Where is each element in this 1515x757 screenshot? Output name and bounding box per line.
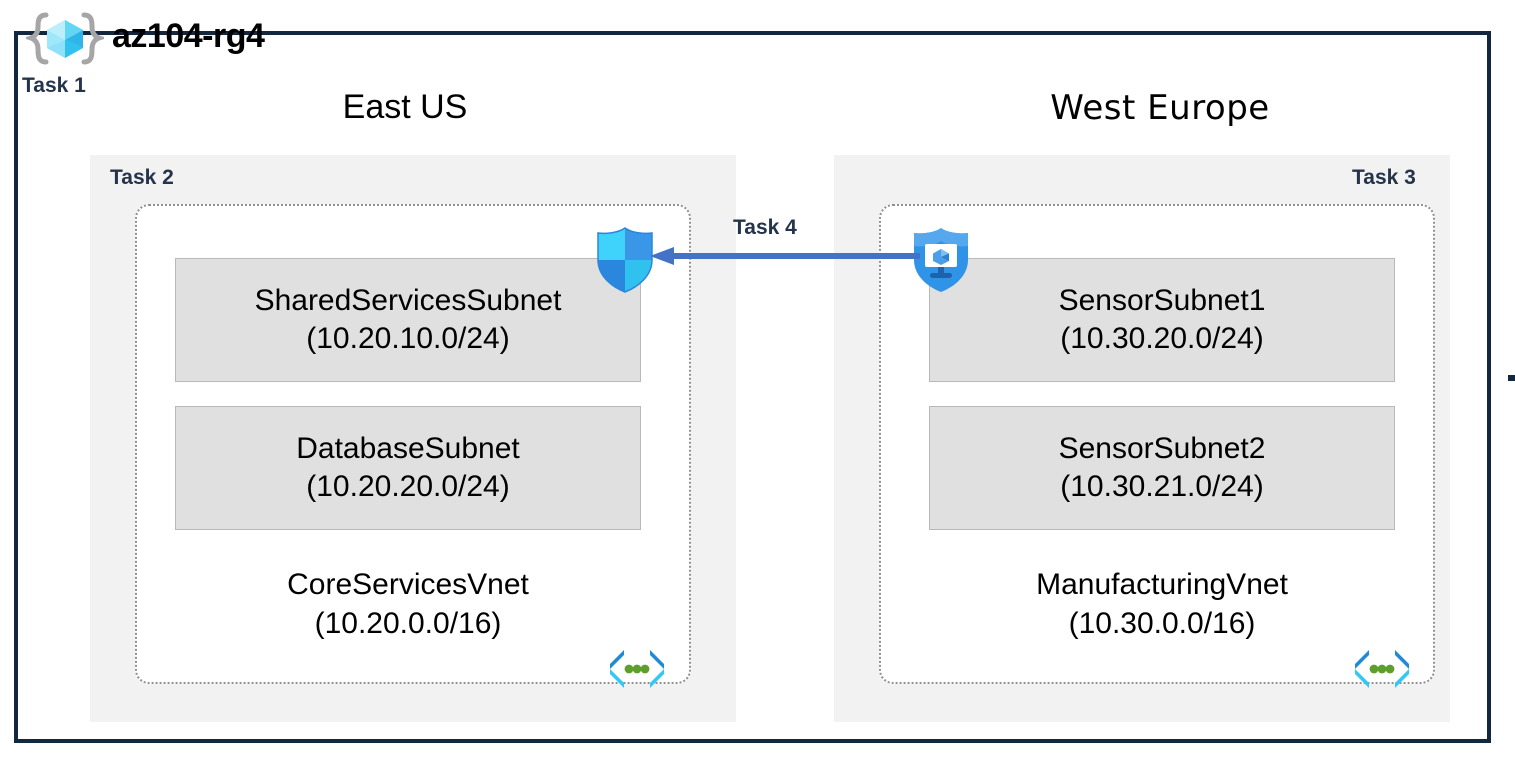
- subnet-cidr: (10.30.21.0/24): [1060, 470, 1264, 503]
- region-title-west-europe: West Europe: [1050, 88, 1270, 128]
- task-3-label: Task 3: [1352, 166, 1416, 189]
- region-title-east-us: East US: [342, 88, 468, 126]
- subnet-sensor-1: SensorSubnet1 (10.30.20.0/24): [929, 258, 1395, 382]
- subnet-name: SharedServicesSubnet: [254, 283, 562, 317]
- resource-group-frame: [14, 31, 1491, 743]
- azure-firewall-shield-icon: [594, 226, 656, 294]
- subnet-cidr: (10.20.20.0/24): [306, 470, 510, 503]
- subnet-shared-services: SharedServicesSubnet (10.20.10.0/24): [175, 258, 641, 382]
- subnet-cidr: (10.30.20.0/24): [1060, 322, 1264, 355]
- vnet-caption-core-services: CoreServicesVnet (10.20.0.0/16): [175, 565, 641, 643]
- task-4-label: Task 4: [733, 216, 797, 239]
- subnet-name: SensorSubnet1: [1058, 283, 1266, 317]
- task-2-label: Task 2: [110, 166, 174, 189]
- vnet-cidr: (10.30.0.0/16): [1068, 607, 1256, 640]
- subnet-name: SensorSubnet2: [1058, 431, 1266, 465]
- vnet-name: ManufacturingVnet: [1036, 568, 1288, 601]
- resource-group-title: az104-rg4: [112, 17, 265, 55]
- vnet-cidr: (10.20.0.0/16): [314, 607, 502, 640]
- virtual-network-icon: [604, 645, 670, 693]
- left-arrow-icon: [648, 245, 923, 267]
- virtual-network-icon: [1349, 645, 1415, 693]
- task-1-label: Task 1: [22, 74, 86, 97]
- azure-bastion-shield-icon: [910, 226, 972, 294]
- vnet-name: CoreServicesVnet: [287, 568, 529, 601]
- subnet-database: DatabaseSubnet (10.20.20.0/24): [175, 406, 641, 530]
- subnet-name: DatabaseSubnet: [296, 431, 520, 465]
- subnet-sensor-2: SensorSubnet2 (10.30.21.0/24): [929, 406, 1395, 530]
- edge-mark: [1508, 375, 1515, 381]
- resource-group-cube-icon: [26, 12, 104, 66]
- subnet-cidr: (10.20.10.0/24): [306, 322, 510, 355]
- vnet-caption-manufacturing: ManufacturingVnet (10.30.0.0/16): [929, 565, 1395, 643]
